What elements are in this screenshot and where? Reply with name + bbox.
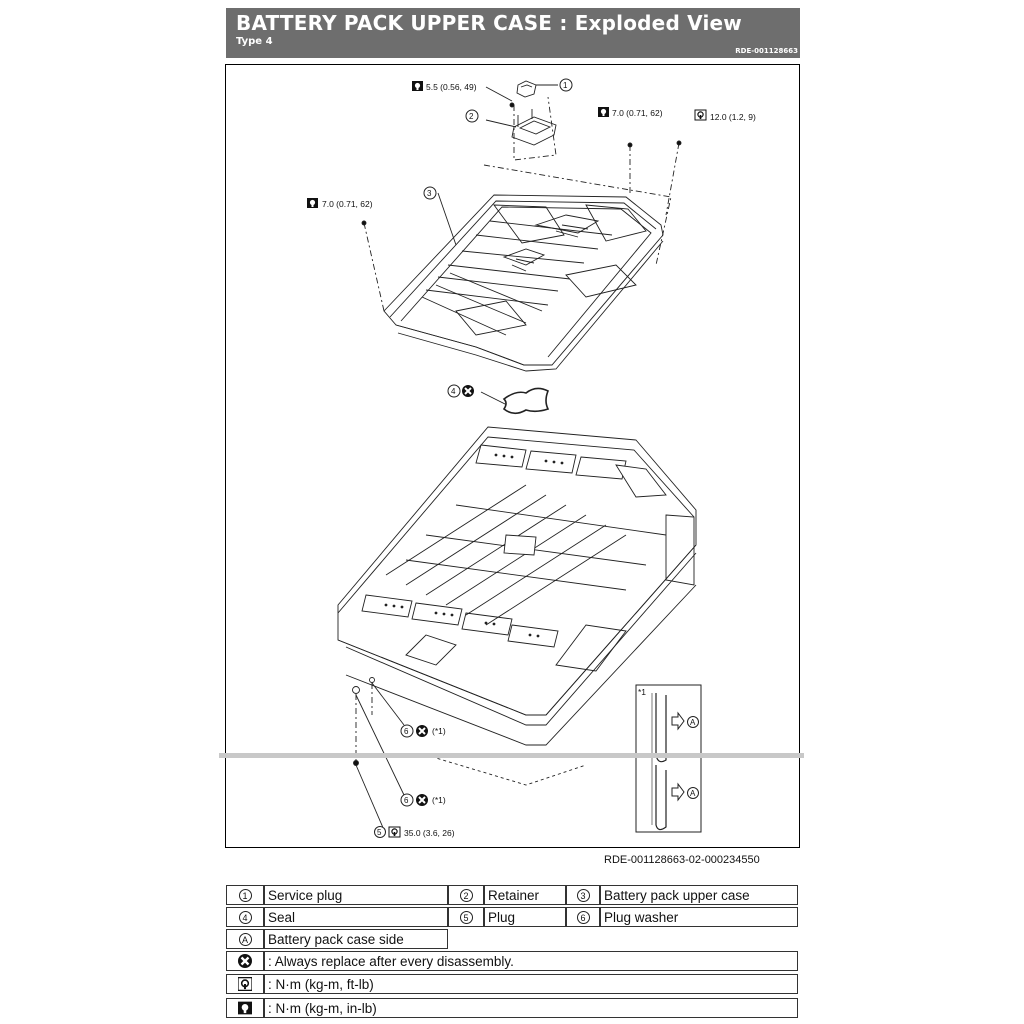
callout-4: 4 [447, 384, 475, 398]
torque-wrench-inlb-icon [388, 826, 401, 838]
svg-text:(*1): (*1) [432, 726, 446, 736]
replace-x-icon [415, 724, 429, 738]
lower-case-drawing [337, 426, 697, 831]
svg-text:12.0 (1.2, 9): 12.0 (1.2, 9) [710, 112, 756, 122]
page-subtitle: Type 4 [236, 36, 273, 47]
legend-num-3: 3 [566, 885, 600, 905]
callout-1: 1 [559, 78, 573, 92]
svg-text:6: 6 [404, 727, 409, 736]
torque-wrench-icon [412, 81, 423, 91]
legend-num-2: 2 [448, 885, 484, 905]
callout-6a: 6 (*1) [400, 724, 446, 738]
legend-num-5: 5 [448, 907, 484, 927]
svg-text:6: 6 [404, 796, 409, 805]
exploded-view-diagram: 5.5 (0.56, 49) 7.0 (0.71, 62) 12.0 (1.2,… [307, 78, 756, 838]
torque-label-1: 5.5 (0.56, 49) [412, 81, 477, 92]
page-title: BATTERY PACK UPPER CASE : Exploded View [236, 11, 742, 35]
legend-label-4: Seal [264, 907, 448, 927]
legend-label-2: Retainer [484, 885, 566, 905]
legend-label-a: Battery pack case side [264, 929, 448, 949]
legend-num-6: 6 [566, 907, 600, 927]
torque-label-5: 5 35.0 (3.6, 26) [374, 826, 455, 838]
callout-a-1: A [690, 718, 696, 727]
replace-x-icon [238, 954, 252, 968]
legend-label-5: Plug [484, 907, 566, 927]
figure-code: RDE-001128663-02-000234550 [604, 854, 760, 866]
legend-torque-in-symbol [226, 998, 264, 1018]
svg-text:3: 3 [427, 189, 432, 198]
replace-x-icon [461, 384, 475, 398]
inset-mark: *1 [638, 687, 646, 697]
svg-text:(*1): (*1) [432, 795, 446, 805]
svg-text:7.0 (0.71, 62): 7.0 (0.71, 62) [322, 199, 373, 209]
svg-text:5: 5 [377, 828, 382, 837]
torque-label-4: 7.0 (0.71, 62) [307, 198, 373, 209]
legend-torque-in-text: : N·m (kg-m, in-lb) [264, 998, 798, 1018]
legend-num-a: A [226, 929, 264, 949]
inset-detail [635, 684, 702, 833]
replace-x-icon [415, 793, 429, 807]
legend-torque-ft-text: : N·m (kg-m, ft-lb) [264, 974, 798, 994]
svg-text:4: 4 [451, 387, 456, 396]
legend-replace-symbol [226, 951, 264, 971]
legend-label-1: Service plug [264, 885, 448, 905]
torque-wrench-icon [238, 1001, 252, 1015]
torque-wrench-icon [307, 198, 318, 208]
legend-label-3: Battery pack upper case [600, 885, 798, 905]
callout-2: 2 [465, 109, 479, 123]
callout-a-2: A [690, 789, 696, 798]
torque-label-3: 12.0 (1.2, 9) [694, 109, 756, 122]
legend-label-6: Plug washer [600, 907, 798, 927]
legend-torque-ft-symbol [226, 974, 264, 994]
legend-num-1: 1 [226, 885, 264, 905]
svg-text:2: 2 [469, 112, 474, 121]
figure-break-line [219, 753, 804, 758]
legend-num-4: 4 [226, 907, 264, 927]
page-header: BATTERY PACK UPPER CASE : Exploded View … [226, 8, 800, 58]
svg-text:1: 1 [563, 81, 568, 90]
svg-text:35.0 (3.6, 26): 35.0 (3.6, 26) [404, 828, 455, 838]
exploded-view-figure: 5.5 (0.56, 49) 7.0 (0.71, 62) 12.0 (1.2,… [225, 64, 800, 848]
torque-label-2: 7.0 (0.71, 62) [598, 107, 663, 118]
upper-case-drawing [361, 80, 682, 415]
torque-wrench-icon [598, 107, 609, 117]
legend-replace-text: : Always replace after every disassembly… [264, 951, 798, 971]
torque-wrench-inlb-icon [238, 977, 252, 991]
svg-text:5.5 (0.56, 49): 5.5 (0.56, 49) [426, 82, 477, 92]
header-code: RDE-001128663 [735, 47, 798, 55]
torque-wrench-inlb-icon [694, 109, 707, 121]
callout-3: 3 [423, 186, 437, 200]
callout-6b: 6 (*1) [400, 793, 446, 807]
svg-text:7.0 (0.71, 62): 7.0 (0.71, 62) [612, 108, 663, 118]
